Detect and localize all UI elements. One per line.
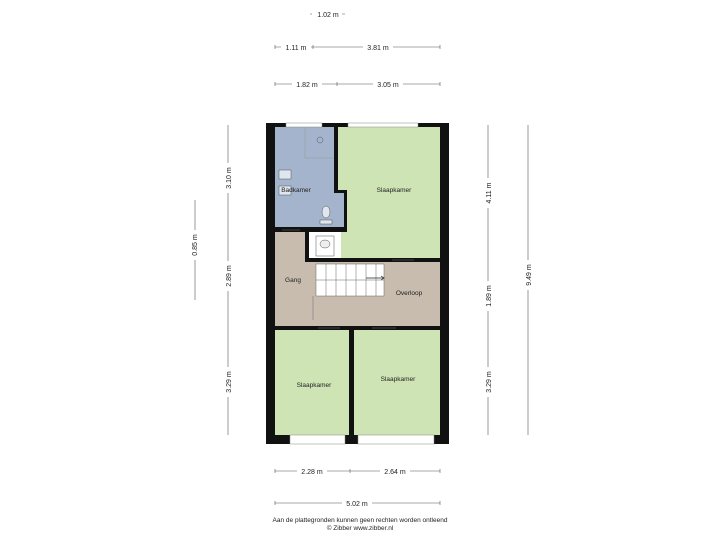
label-overloop: Overloop: [396, 290, 423, 297]
disclaimer-line: Aan de plattegronden kunnen geen rechten…: [272, 517, 448, 524]
dim-left-c: 3.29 m: [226, 371, 233, 393]
copyright-line: © Zibber www.zibber.nl: [326, 525, 394, 532]
dimension-lines-right: [487, 125, 529, 435]
windows: [285, 122, 435, 445]
dim-top3a: 1.82 m: [296, 82, 318, 89]
dim-top1: 1.02 m: [317, 12, 339, 19]
room-slaapkamer-br: [354, 330, 440, 435]
dim-right-a: 4.11 m: [486, 182, 493, 203]
dim-left-a: 3.10 m: [226, 167, 233, 189]
dim-top3b: 3.05 m: [377, 82, 399, 89]
room-slaapkamer-bl: [275, 330, 349, 435]
bathroom-fixtures: [278, 127, 335, 257]
label-slaapkamer-top: Slaapkamer: [377, 187, 413, 194]
dim-bottom1b: 2.64 m: [384, 469, 406, 476]
dim-left-outer: 0.85 m: [192, 234, 199, 256]
doors: [282, 229, 414, 329]
label-badkamer: Badkamer: [281, 187, 311, 194]
dim-top2b: 3.81 m: [367, 45, 389, 52]
dim-left-b: 2.89 m: [226, 265, 233, 287]
dim-bottom2: 5.02 m: [346, 501, 368, 508]
dim-right-outer: 9.49 m: [526, 264, 533, 286]
dim-right-c: 3.29 m: [486, 371, 493, 393]
stairs: [315, 263, 385, 297]
label-slaapkamer-bl: Slaapkamer: [297, 382, 333, 389]
dim-bottom1a: 2.28 m: [301, 469, 323, 476]
label-slaapkamer-br: Slaapkamer: [381, 376, 417, 383]
label-gang: Gang: [285, 277, 301, 284]
dim-top2a: 1.11 m: [286, 45, 307, 52]
dim-right-b: 1.89 m: [486, 285, 493, 307]
